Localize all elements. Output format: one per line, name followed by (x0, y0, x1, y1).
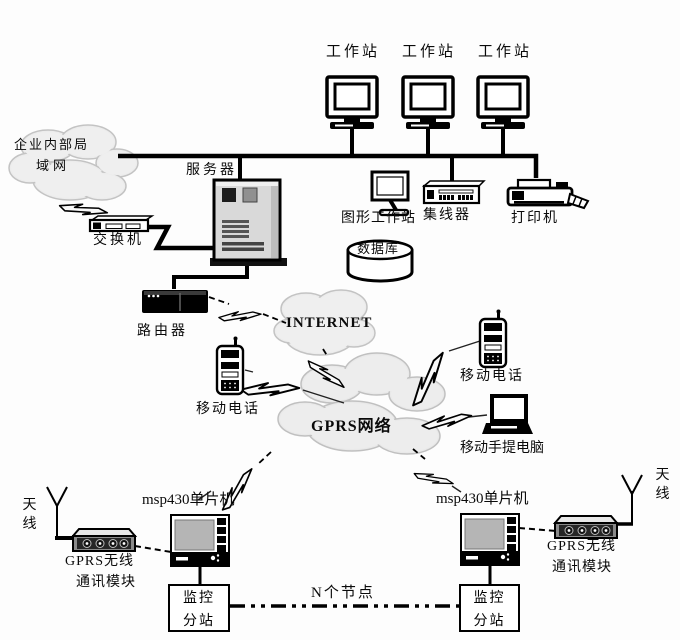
mcu-right-label: msp430单片机 (436, 491, 529, 507)
gprs-module-right-label-line2: 通讯模块 (552, 560, 612, 575)
gprs-module-left-label-line1: GPRS无线 (65, 554, 135, 569)
monitor-icon (401, 75, 455, 129)
n-nodes-label: N个节点 (311, 585, 375, 601)
hub-icon (421, 180, 486, 205)
printer-label: 打印机 (511, 211, 559, 226)
lan-cloud (8, 124, 139, 201)
monitoring-station-left-line2: 分站 (183, 613, 215, 629)
workstation-3-label: 工作站 (477, 44, 532, 60)
lan-cloud-label-line2: 域网 (36, 158, 71, 173)
printer-icon (506, 178, 590, 210)
database-icon (346, 239, 414, 283)
workstation-2-label: 工作站 (401, 44, 456, 60)
connector-lines (55, 224, 633, 586)
database-label: 数据库 (357, 241, 400, 256)
graphics-workstation-label: 图形工作站 (341, 211, 416, 226)
mcu-left-label: msp430单片机 (142, 492, 235, 508)
monitoring-station-right-line2: 分站 (473, 613, 506, 629)
antenna-right-label: 天线 (655, 468, 670, 502)
mobile-phone-right-icon (478, 308, 508, 369)
ethernet-bus (118, 128, 539, 184)
server-icon (210, 178, 287, 266)
monitoring-station-right: 监控 分站 (459, 584, 520, 632)
switch-label: 交换机 (93, 233, 144, 248)
bolt-router-internet (217, 299, 262, 334)
antenna-left-icon (46, 486, 68, 507)
mobile-phone-left-icon (215, 335, 245, 396)
router-label: 路由器 (137, 324, 188, 339)
workstation-icons (325, 75, 530, 129)
monitoring-station-right-line1: 监控 (473, 590, 506, 606)
monitoring-station-left: 监控 分站 (168, 584, 230, 632)
mobile-laptop-label: 移动手提电脑 (460, 441, 544, 456)
gprs-module-left-label-line2: 通讯模块 (76, 575, 136, 590)
antenna-left-label: 天线 (22, 498, 37, 532)
monitor-icon (476, 75, 530, 129)
hub-label: 集线器 (423, 208, 471, 223)
mcu-board-left-icon (170, 514, 230, 567)
mobile-phone-left-label: 移动电话 (196, 402, 260, 417)
gprs-cloud (277, 352, 446, 455)
switch-icon (88, 215, 155, 233)
monitor-icon (325, 75, 379, 129)
workstation-1-label: 工作站 (325, 44, 380, 60)
gprs-module-right-label-line1: GPRS无线 (547, 539, 617, 554)
mobile-phone-right-label: 移动电话 (460, 369, 524, 384)
link-tails (197, 340, 488, 501)
mcu-board-right-icon (460, 513, 520, 566)
gprs-module-right-icon (554, 515, 618, 539)
router-icon (142, 290, 208, 313)
internet-label: INTERNET (286, 315, 373, 331)
server-label: 服务器 (186, 163, 237, 178)
internet-cloud (273, 289, 376, 356)
dashed-links (134, 296, 557, 553)
monitoring-station-left-line1: 监控 (183, 590, 215, 606)
laptop-icon (482, 394, 533, 434)
lan-cloud-label-line1: 企业内部局 (14, 137, 90, 152)
gprs-module-left-icon (72, 528, 136, 552)
graphics-workstation-icon (370, 170, 410, 217)
gprs-network-label: GPRS网络 (311, 418, 392, 435)
